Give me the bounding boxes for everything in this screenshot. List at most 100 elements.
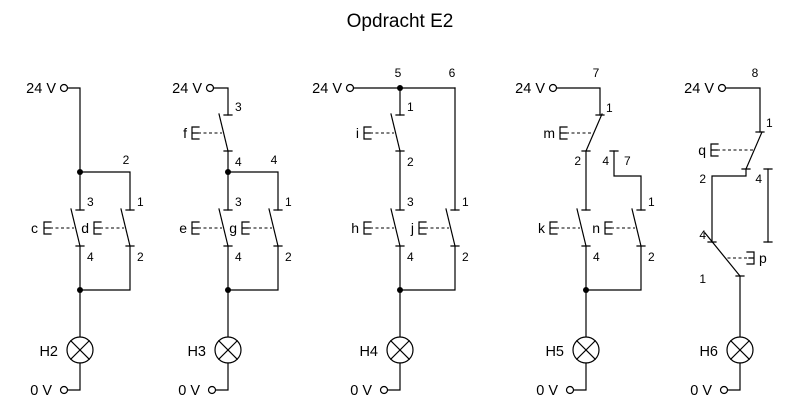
wire-segment	[555, 87, 601, 116]
wire-segment	[227, 171, 279, 211]
contact-ticks	[395, 209, 405, 247]
contact-blade	[576, 208, 587, 247]
wire-segment	[399, 87, 456, 211]
contact-terminal-number: 2	[285, 250, 292, 264]
contact-ticks	[450, 209, 460, 247]
contact-blade	[268, 208, 279, 247]
contact-blade	[218, 208, 229, 247]
contact-j: j 1 2	[410, 195, 469, 264]
contact-g: g 1 2	[229, 195, 292, 264]
contact-ticks	[581, 114, 619, 152]
wire-number: 4	[271, 153, 278, 167]
contact-blade	[704, 232, 741, 277]
contact-blade	[585, 113, 603, 152]
wire-number: 8	[752, 66, 759, 80]
contact-letter: c	[31, 220, 38, 236]
wire-number: 7	[593, 66, 600, 80]
pushbutton-actuator-icon	[746, 251, 755, 265]
contact-letter: p	[759, 250, 767, 266]
contact-blade	[745, 131, 763, 170]
lamp-h4: H4	[359, 336, 414, 364]
contact-blade	[390, 208, 401, 247]
contact-terminal-number: 2	[462, 250, 469, 264]
wire-segment	[727, 362, 741, 391]
lamp-h2: H2	[39, 336, 94, 364]
supply-label: 24 V	[515, 81, 545, 97]
contact-letter: k	[538, 220, 546, 236]
junction-dot	[225, 287, 231, 293]
supply-terminal	[717, 83, 727, 93]
contact-terminal-number: 4	[235, 155, 242, 169]
contact-blade	[445, 208, 456, 247]
wire-segment	[227, 245, 279, 338]
contact-terminal-number: 4	[235, 250, 242, 264]
contact-terminal-number: 1	[648, 195, 655, 209]
wire-segment	[66, 87, 81, 173]
wire-number: 6	[449, 66, 456, 80]
contact-blade	[390, 113, 401, 152]
contact-f: f 3 4	[183, 100, 242, 169]
contact-terminal-number: 3	[235, 100, 242, 114]
contact-letter: h	[351, 220, 359, 236]
wire-segment	[613, 150, 642, 211]
lamp-label: H5	[545, 344, 564, 360]
contact-terminal-number: 1	[407, 100, 414, 114]
pushbutton-actuator-icon	[363, 126, 372, 140]
contact-n: n 1 2	[592, 195, 655, 264]
ground-label: 0 V	[350, 383, 372, 399]
contact-terminal-number: 4	[87, 250, 94, 264]
supply-terminal	[548, 83, 558, 93]
contact-letter: g	[229, 220, 237, 236]
lamp-label: H4	[359, 344, 378, 360]
pushbutton-actuator-icon	[93, 221, 102, 235]
circuit-h4: 24 V 5 6 i 1 2 h 3 4	[312, 66, 469, 399]
ground-label: 0 V	[30, 383, 52, 399]
supply-label: 24 V	[684, 81, 714, 97]
contact-terminal-number: 1	[766, 116, 773, 130]
wire-number: 5	[395, 66, 402, 80]
pushbutton-actuator-icon	[43, 221, 52, 235]
lamp-h3: H3	[187, 336, 242, 364]
ground-label: 0 V	[536, 383, 558, 399]
contact-ticks	[223, 114, 233, 152]
wire-segment	[724, 87, 761, 133]
supply-label: 24 V	[172, 81, 202, 97]
wire-segment	[79, 171, 131, 211]
contact-ticks	[125, 209, 135, 247]
contact-terminal-number: 2	[137, 250, 144, 264]
wire-segment	[711, 168, 747, 243]
contact-terminal-number: 4	[699, 228, 706, 242]
lamp-label: H3	[187, 344, 206, 360]
supply-terminal	[345, 83, 355, 93]
contact-letter: d	[81, 220, 89, 236]
pushbutton-actuator-icon	[191, 126, 200, 140]
pushbutton-actuator-icon	[191, 221, 200, 235]
contact-terminal-number: 2	[699, 172, 706, 186]
wire-segment	[585, 245, 642, 338]
contact-letter: q	[698, 142, 706, 158]
contact-letter: n	[592, 220, 600, 236]
lamp-cross-icon	[389, 339, 411, 361]
contact-terminal-number: 1	[285, 195, 292, 209]
wire-number: 7	[624, 154, 631, 168]
lamp-cross-icon	[217, 339, 239, 361]
contact-terminal-number: 4	[602, 154, 609, 168]
contact-terminal-number: 4	[755, 172, 762, 186]
contact-blade	[70, 208, 81, 247]
lamp-h6: H6	[699, 336, 754, 364]
pushbutton-actuator-icon	[559, 126, 568, 140]
wire-number: 2	[123, 153, 130, 167]
ground-terminal	[379, 385, 389, 395]
wire-segment	[212, 87, 229, 116]
contact-terminal-number: 4	[593, 250, 600, 264]
contact-terminal-number: 3	[407, 195, 414, 209]
pushbutton-actuator-icon	[363, 221, 372, 235]
circuit-h5: 24 V 7 m 1 2 4 7 k 4	[515, 66, 655, 399]
diagram-title: Opdracht E2	[347, 11, 454, 32]
ground-terminal	[207, 385, 217, 395]
wire-segment	[573, 362, 587, 391]
junction-dot	[583, 287, 589, 293]
supply-terminal	[59, 83, 69, 93]
lamp-h5: H5	[545, 336, 600, 364]
